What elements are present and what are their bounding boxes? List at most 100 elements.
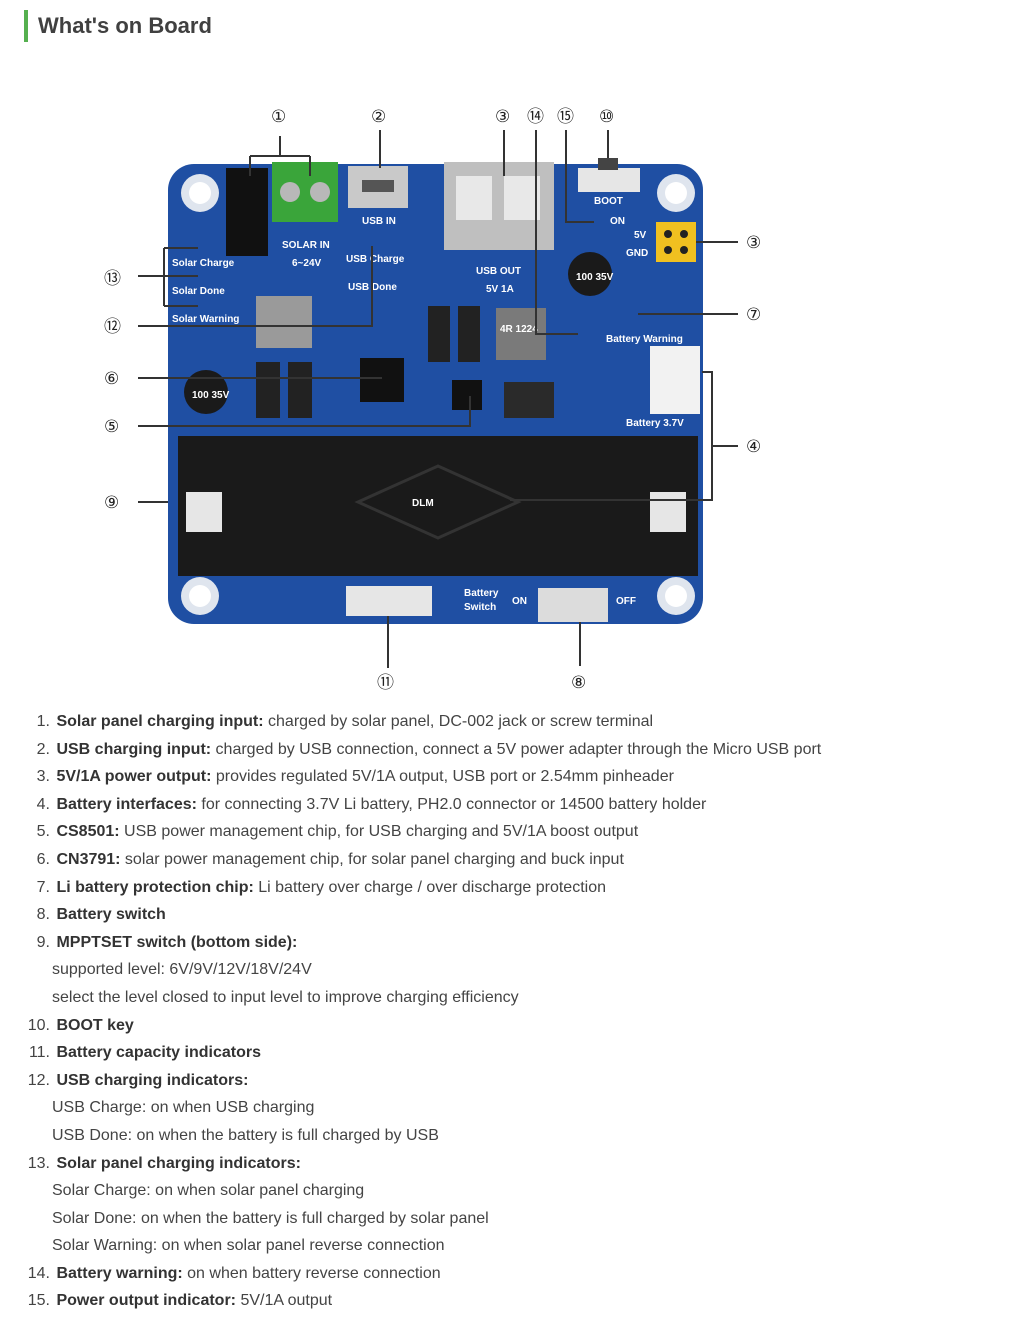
feature-description: USB power management chip, for USB charg… [119,823,639,841]
feature-item: 14. Battery warning: on when battery rev… [18,1260,1008,1288]
feature-title: Battery warning: [56,1264,183,1282]
feature-title: 5V/1A power output: [56,768,212,786]
silk-boot: BOOT [594,196,623,207]
feature-number: 3. [36,768,50,786]
feature-number: 15. [27,1292,50,1310]
mosfet [288,362,312,418]
capacitor [184,370,228,414]
feature-item: 7. Li battery protection chip: Li batter… [18,874,1008,902]
feature-item: 4. Battery interfaces: for connecting 3.… [18,791,1008,819]
feature-item: 8. Battery switch [18,901,1008,929]
capacity-indicators [346,586,432,616]
callout-labels: ① ② ③ ⑭ ⑮ ⑩ ③ ⑦ ④ ⑬ ⑫ ⑥ ⑤ ⑨ ⑪ ⑧ [104,107,761,693]
callout-4: ④ [746,437,761,457]
resistor-bank [504,382,554,418]
silk-inductor: 4R 1224 [500,324,538,335]
feature-number: 8. [36,906,50,924]
feature-subitem: USB Charge: on when USB charging [52,1099,315,1117]
section-heading: What's on Board [24,10,212,42]
feature-number: 13. [27,1154,50,1172]
inductor [256,296,312,348]
feature-item: 2. USB charging input: charged by USB co… [18,736,1008,764]
feature-subitem: supported level: 6V/9V/12V/18V/24V [52,961,312,979]
callout-6: ⑥ [104,369,119,389]
feature-item: 10. BOOT key [18,1012,1008,1040]
callout-10: ⑩ [599,107,614,127]
feature-description: for connecting 3.7V Li battery, PH2.0 co… [196,795,707,813]
feature-number: 1. [36,713,50,730]
silk-battery-warning: Battery Warning [606,334,683,345]
silk-gnd: GND [626,248,648,259]
callout-1: ① [271,107,286,127]
feature-number: 6. [36,850,50,868]
feature-title: Solar panel charging indicators: [56,1154,301,1172]
callout-7: ⑦ [746,305,761,325]
silk-holder-brand: DLM [412,498,434,509]
feature-title: CN3791: [56,850,121,868]
feature-number: 12. [27,1071,50,1089]
feature-number: 11. [28,1044,50,1062]
feature-title: Li battery protection chip: [56,878,254,896]
feature-item: 3. 5V/1A power output: provides regulate… [18,763,1008,791]
feature-description: Li battery over charge / over discharge … [253,878,606,896]
silk-solar-in: SOLAR IN [282,240,330,251]
mosfet [458,306,480,362]
leader-lines [138,130,738,668]
feature-title: Battery interfaces: [56,795,197,813]
cs8501-chip [452,380,482,410]
silk-usb-out: USB OUT [476,266,521,277]
feature-title: Solar panel charging input: [56,713,264,730]
callout-15: ⑮ [557,107,574,127]
callout-12: ⑫ [104,317,121,337]
capacitor [568,252,612,296]
callout-11: ⑪ [377,673,394,693]
silk-cap-left: 100 35V [192,390,230,401]
feature-list: 1. Solar panel charging input: charged b… [18,708,1008,1315]
feature-description: charged by solar panel, DC-002 jack or s… [263,713,654,730]
callout-3-top: ③ [495,107,510,127]
pin-header [656,222,696,262]
board-diagram: SOLAR IN 6~24V USB IN USB OUT 5V 1A BOOT… [104,107,761,693]
feature-title: BOOT key [56,1016,134,1034]
feature-item: 1. Solar panel charging input: charged b… [18,708,1008,736]
board-figure: SOLAR IN 6~24V USB IN USB OUT 5V 1A BOOT… [90,96,790,706]
feature-subitem: Solar Done: on when the battery is full … [52,1209,489,1227]
feature-item: 5. CS8501: USB power management chip, fo… [18,818,1008,846]
feature-title: Power output indicator: [56,1292,236,1310]
feature-subitem: select the level closed to input level t… [52,988,519,1006]
feature-number: 9. [36,933,50,951]
silk-switch-on: ON [512,596,527,607]
feature-title: USB charging indicators: [56,1071,249,1089]
feature-subitem: Solar Charge: on when solar panel chargi… [52,1182,365,1200]
feature-title: USB charging input: [56,740,212,758]
silk-solar-done: Solar Done [172,286,225,297]
feature-item: 6. CN3791: solar power management chip, … [18,846,1008,874]
feature-title: Battery switch [56,906,166,924]
feature-item: 11. Battery capacity indicators [18,1039,1008,1067]
feature-item: 9. MPPTSET switch (bottom side): [18,929,1008,957]
silk-usb-in: USB IN [362,216,396,227]
silk-usb-charge: USB Charge [346,254,405,265]
cn3791-chip [360,358,404,402]
section-title: What's on Board [38,13,212,38]
silk-switch-off: OFF [616,596,636,607]
mosfet [428,306,450,362]
silk-solar-warning: Solar Warning [172,314,239,325]
feature-number: 7. [36,878,50,896]
callout-14: ⑭ [527,107,544,127]
callout-13: ⑬ [104,269,121,289]
feature-item: 15. Power output indicator: 5V/1A output [18,1287,1008,1315]
dc-jack [226,168,268,256]
feature-number: 14. [27,1264,50,1282]
feature-number: 4. [36,795,50,813]
feature-title: MPPTSET switch (bottom side): [56,933,298,951]
battery-switch [538,588,608,622]
silk-battery-switch-2: Switch [464,602,496,613]
silk-solar-charge: Solar Charge [172,258,235,269]
feature-description: provides regulated 5V/1A output, USB por… [211,768,674,786]
feature-description: on when battery reverse connection [182,1264,441,1282]
callout-9: ⑨ [104,493,119,513]
silk-on: ON [610,216,625,227]
feature-description: 5V/1A output [236,1292,333,1310]
mosfet [256,362,280,418]
